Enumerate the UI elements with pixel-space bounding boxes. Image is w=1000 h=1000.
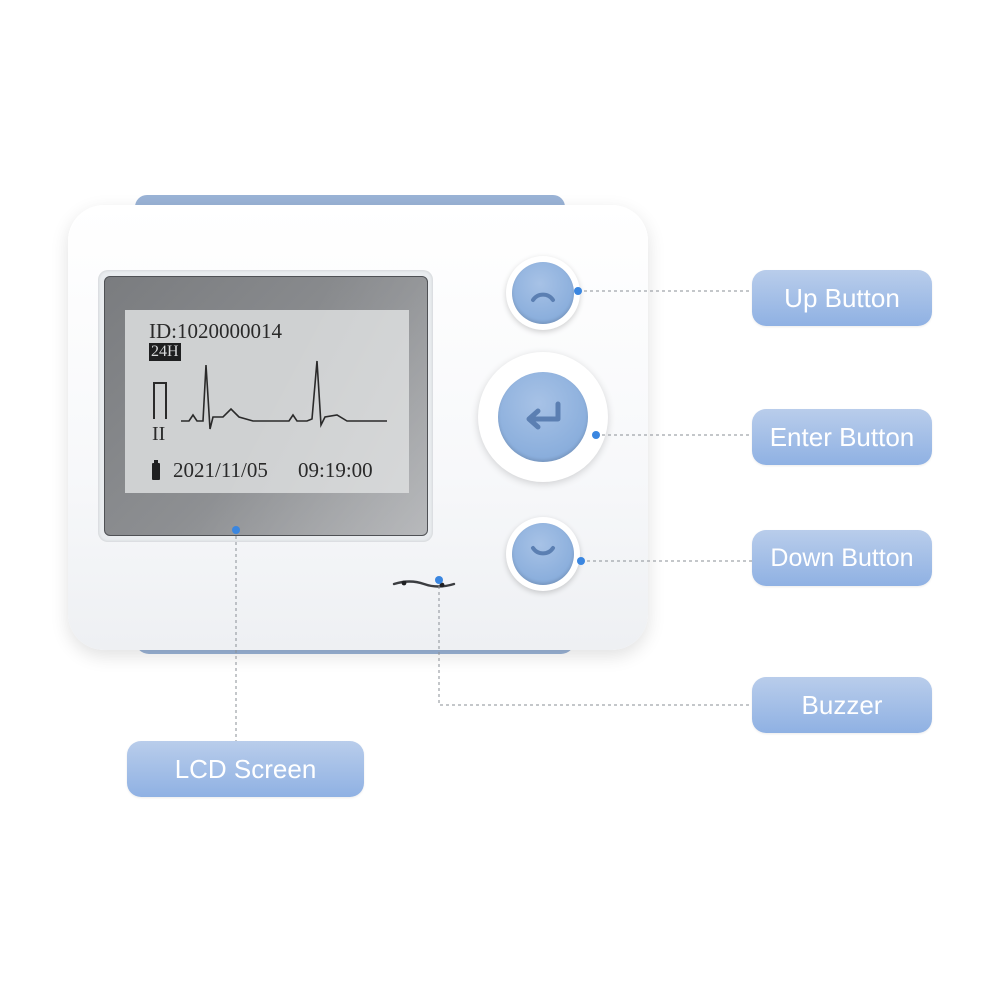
- calibration-pulse-icon: [153, 382, 167, 419]
- enter-return-icon: [526, 401, 561, 430]
- down-anchor-dot: [577, 557, 585, 565]
- enter-button-face: [498, 372, 588, 462]
- label-down-button: Down Button: [752, 530, 932, 586]
- arc-down-icon: [531, 546, 555, 556]
- up-button[interactable]: [506, 256, 580, 330]
- label-up-button: Up Button: [752, 270, 932, 326]
- lcd-anchor-dot: [232, 526, 240, 534]
- ecg-waveform: [181, 360, 387, 430]
- lcd-display-area: [125, 310, 409, 493]
- lcd-device-id: ID:1020000014: [149, 319, 282, 343]
- battery-icon: [152, 460, 160, 480]
- lcd-time: 09:19:00: [298, 458, 373, 482]
- label-buzzer: Buzzer: [752, 677, 932, 733]
- lcd-lead-label: II: [152, 423, 166, 445]
- label-enter-button: Enter Button: [752, 409, 932, 465]
- lcd-mode-badge: 24H: [149, 343, 181, 361]
- up-button-face: [512, 262, 574, 324]
- lcd-date: 2021/11/05: [173, 458, 268, 482]
- arc-up-icon: [531, 292, 555, 302]
- buzzer-slot: [392, 580, 456, 588]
- down-button[interactable]: [506, 517, 580, 591]
- up-anchor-dot: [574, 287, 582, 295]
- enter-button[interactable]: [478, 352, 608, 482]
- lcd-screen: ID:1020000014 24H II 2021/11/05 09:19:00: [104, 276, 428, 536]
- down-button-face: [512, 523, 574, 585]
- label-lcd-screen: LCD Screen: [127, 741, 364, 797]
- enter-anchor-dot: [592, 431, 600, 439]
- buzzer-anchor-dot: [435, 576, 443, 584]
